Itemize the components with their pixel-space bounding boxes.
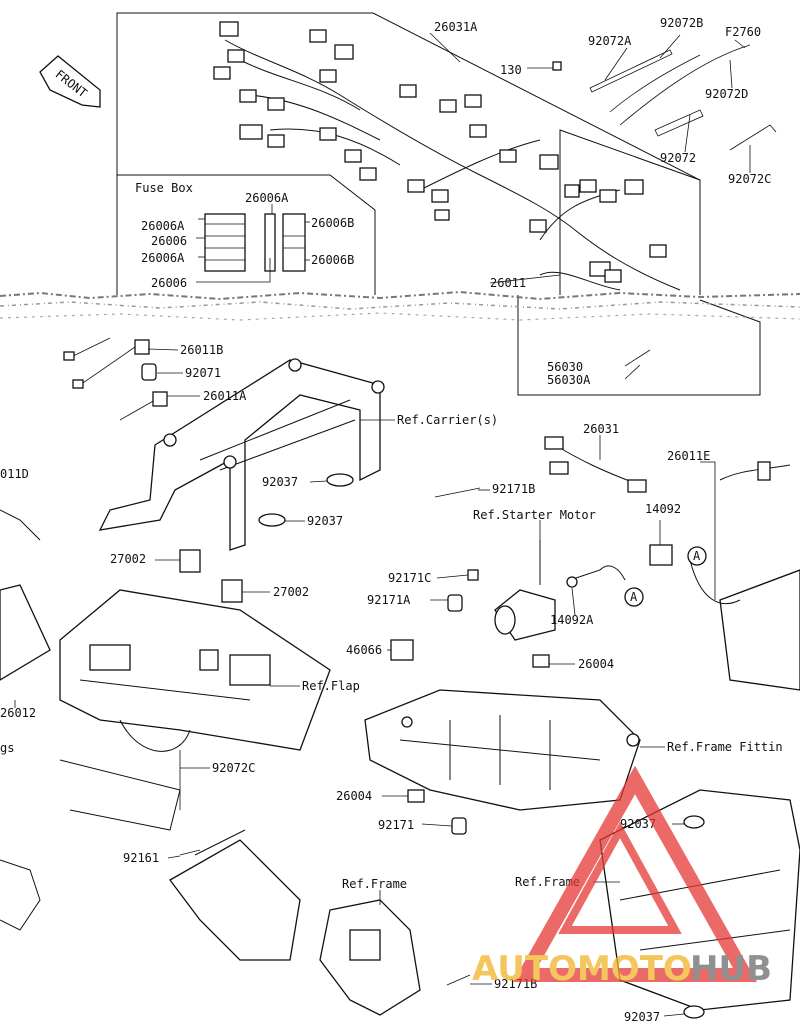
label-26004-a: 26004 — [578, 657, 614, 671]
label-26011a: 26011A — [203, 389, 247, 403]
label-26031a: 26031A — [434, 20, 478, 34]
ref-carriers: Ref.Carrier(s) — [397, 413, 498, 427]
fuse-right-label-1: 26006B — [311, 216, 354, 230]
label-92037-d: 92037 — [624, 1010, 660, 1024]
ref-frame-center: Ref.Frame — [342, 877, 407, 891]
label-92037-b: 92037 — [307, 514, 343, 528]
label-92037-c: 92037 — [620, 817, 656, 831]
connector-26004-b — [407, 789, 425, 803]
label-14092a: 14092A — [550, 613, 594, 627]
label-92171c: 92171C — [388, 571, 431, 585]
label-27002-b: 27002 — [273, 585, 309, 599]
left-cutoff-part — [0, 509, 51, 931]
frame-bottom-left — [169, 829, 301, 961]
clamp-92171 — [451, 817, 467, 835]
relay-27002-a — [179, 549, 201, 573]
label-f2760: F2760 — [725, 25, 761, 39]
fuse-right-label-2: 26006B — [311, 253, 354, 267]
label-27002-a: 27002 — [110, 552, 146, 566]
fuse-left-label-2: 26006 — [151, 234, 187, 248]
grommet-92037-a — [326, 473, 354, 487]
callout-a-left: A — [630, 590, 638, 604]
label-92072a: 92072A — [588, 34, 632, 48]
fuse-top-label: 26006A — [245, 191, 289, 205]
connector-26004-a — [532, 654, 550, 668]
grommet-92037-b — [258, 513, 286, 527]
part-92171c — [467, 569, 479, 581]
fuse-box-inset: Fuse Box 26006A 26006A 26006 26006A 2600… — [117, 174, 376, 295]
part-labels: 26031A 130 92072A 92072B F2760 92072D 92… — [0, 16, 771, 1024]
watermark-text-2: HUB — [690, 949, 772, 989]
label-92072c-top: 92072C — [728, 172, 771, 186]
label-92072b: 92072B — [660, 16, 703, 30]
tie-92171b-a — [434, 487, 481, 498]
label-92071: 92071 — [185, 366, 221, 380]
main-wiring-harness — [213, 21, 681, 291]
fuse-left-label-4: 26006 — [151, 276, 187, 290]
cable-ties-top — [552, 44, 777, 151]
label-92171b-a: 92171B — [492, 482, 535, 496]
label-56030a: 56030A — [547, 373, 591, 387]
pin-92161 — [179, 849, 201, 856]
fuse-left-label-3: 26006A — [141, 251, 185, 265]
label-56030: 56030 — [547, 360, 583, 374]
watermark: AUTOMOTO HUB — [472, 765, 772, 989]
label-130: 130 — [500, 63, 522, 77]
ref-frame-right: Ref.Frame — [515, 875, 580, 889]
tie-92171b-b — [446, 974, 471, 986]
label-92072d: 92072D — [705, 87, 748, 101]
flap-tray — [59, 589, 331, 831]
label-92161: 92161 — [123, 851, 159, 865]
label-26031: 26031 — [583, 422, 619, 436]
battery-tray — [364, 689, 641, 811]
frame-bottom-center — [319, 899, 421, 1016]
label-46066: 46066 — [346, 643, 382, 657]
label-26011d: 011D — [0, 467, 29, 481]
ref-frame-fitting: Ref.Frame Fittin — [667, 740, 783, 754]
fuse-left-label-1: 26006A — [141, 219, 185, 233]
connectors-left — [63, 337, 168, 421]
label-92171: 92171 — [378, 818, 414, 832]
label-26011e: 26011E — [667, 449, 710, 463]
reference-labels: Ref.Carrier(s) Ref.Starter Motor Ref.Fla… — [302, 413, 783, 891]
front-arrow-badge: FRONT — [39, 55, 101, 108]
carrier-frame — [98, 358, 385, 551]
label-92072: 92072 — [660, 151, 696, 165]
watermark-text-1: AUTOMOTO — [472, 949, 692, 989]
part-92171a — [447, 594, 463, 612]
relay-46066 — [390, 639, 414, 661]
label-26011b: 26011B — [180, 343, 223, 357]
ref-flap: Ref.Flap — [302, 679, 360, 693]
label-gs: gs — [0, 741, 14, 755]
watermark-triangle-icon — [513, 765, 757, 982]
torn-edge — [0, 290, 800, 321]
leader-lines — [14, 32, 751, 1017]
harness-inset-box — [116, 12, 761, 396]
label-26012: 26012 — [0, 706, 36, 720]
label-92037-a: 92037 — [262, 475, 298, 489]
ref-starter-motor: Ref.Starter Motor — [473, 508, 596, 522]
label-92072c-bottom: 92072C — [212, 761, 255, 775]
harness-26031 — [544, 436, 647, 493]
relay-27002-b — [221, 579, 243, 603]
battery-right: A — [649, 461, 800, 691]
callout-a-right: A — [693, 549, 701, 563]
label-26004-b: 26004 — [336, 789, 372, 803]
fuse-box-title: Fuse Box — [135, 181, 193, 195]
starter-motor: A — [494, 540, 644, 641]
label-26011: 26011 — [490, 276, 526, 290]
label-92171a: 92171A — [367, 593, 411, 607]
label-14092: 14092 — [645, 502, 681, 516]
